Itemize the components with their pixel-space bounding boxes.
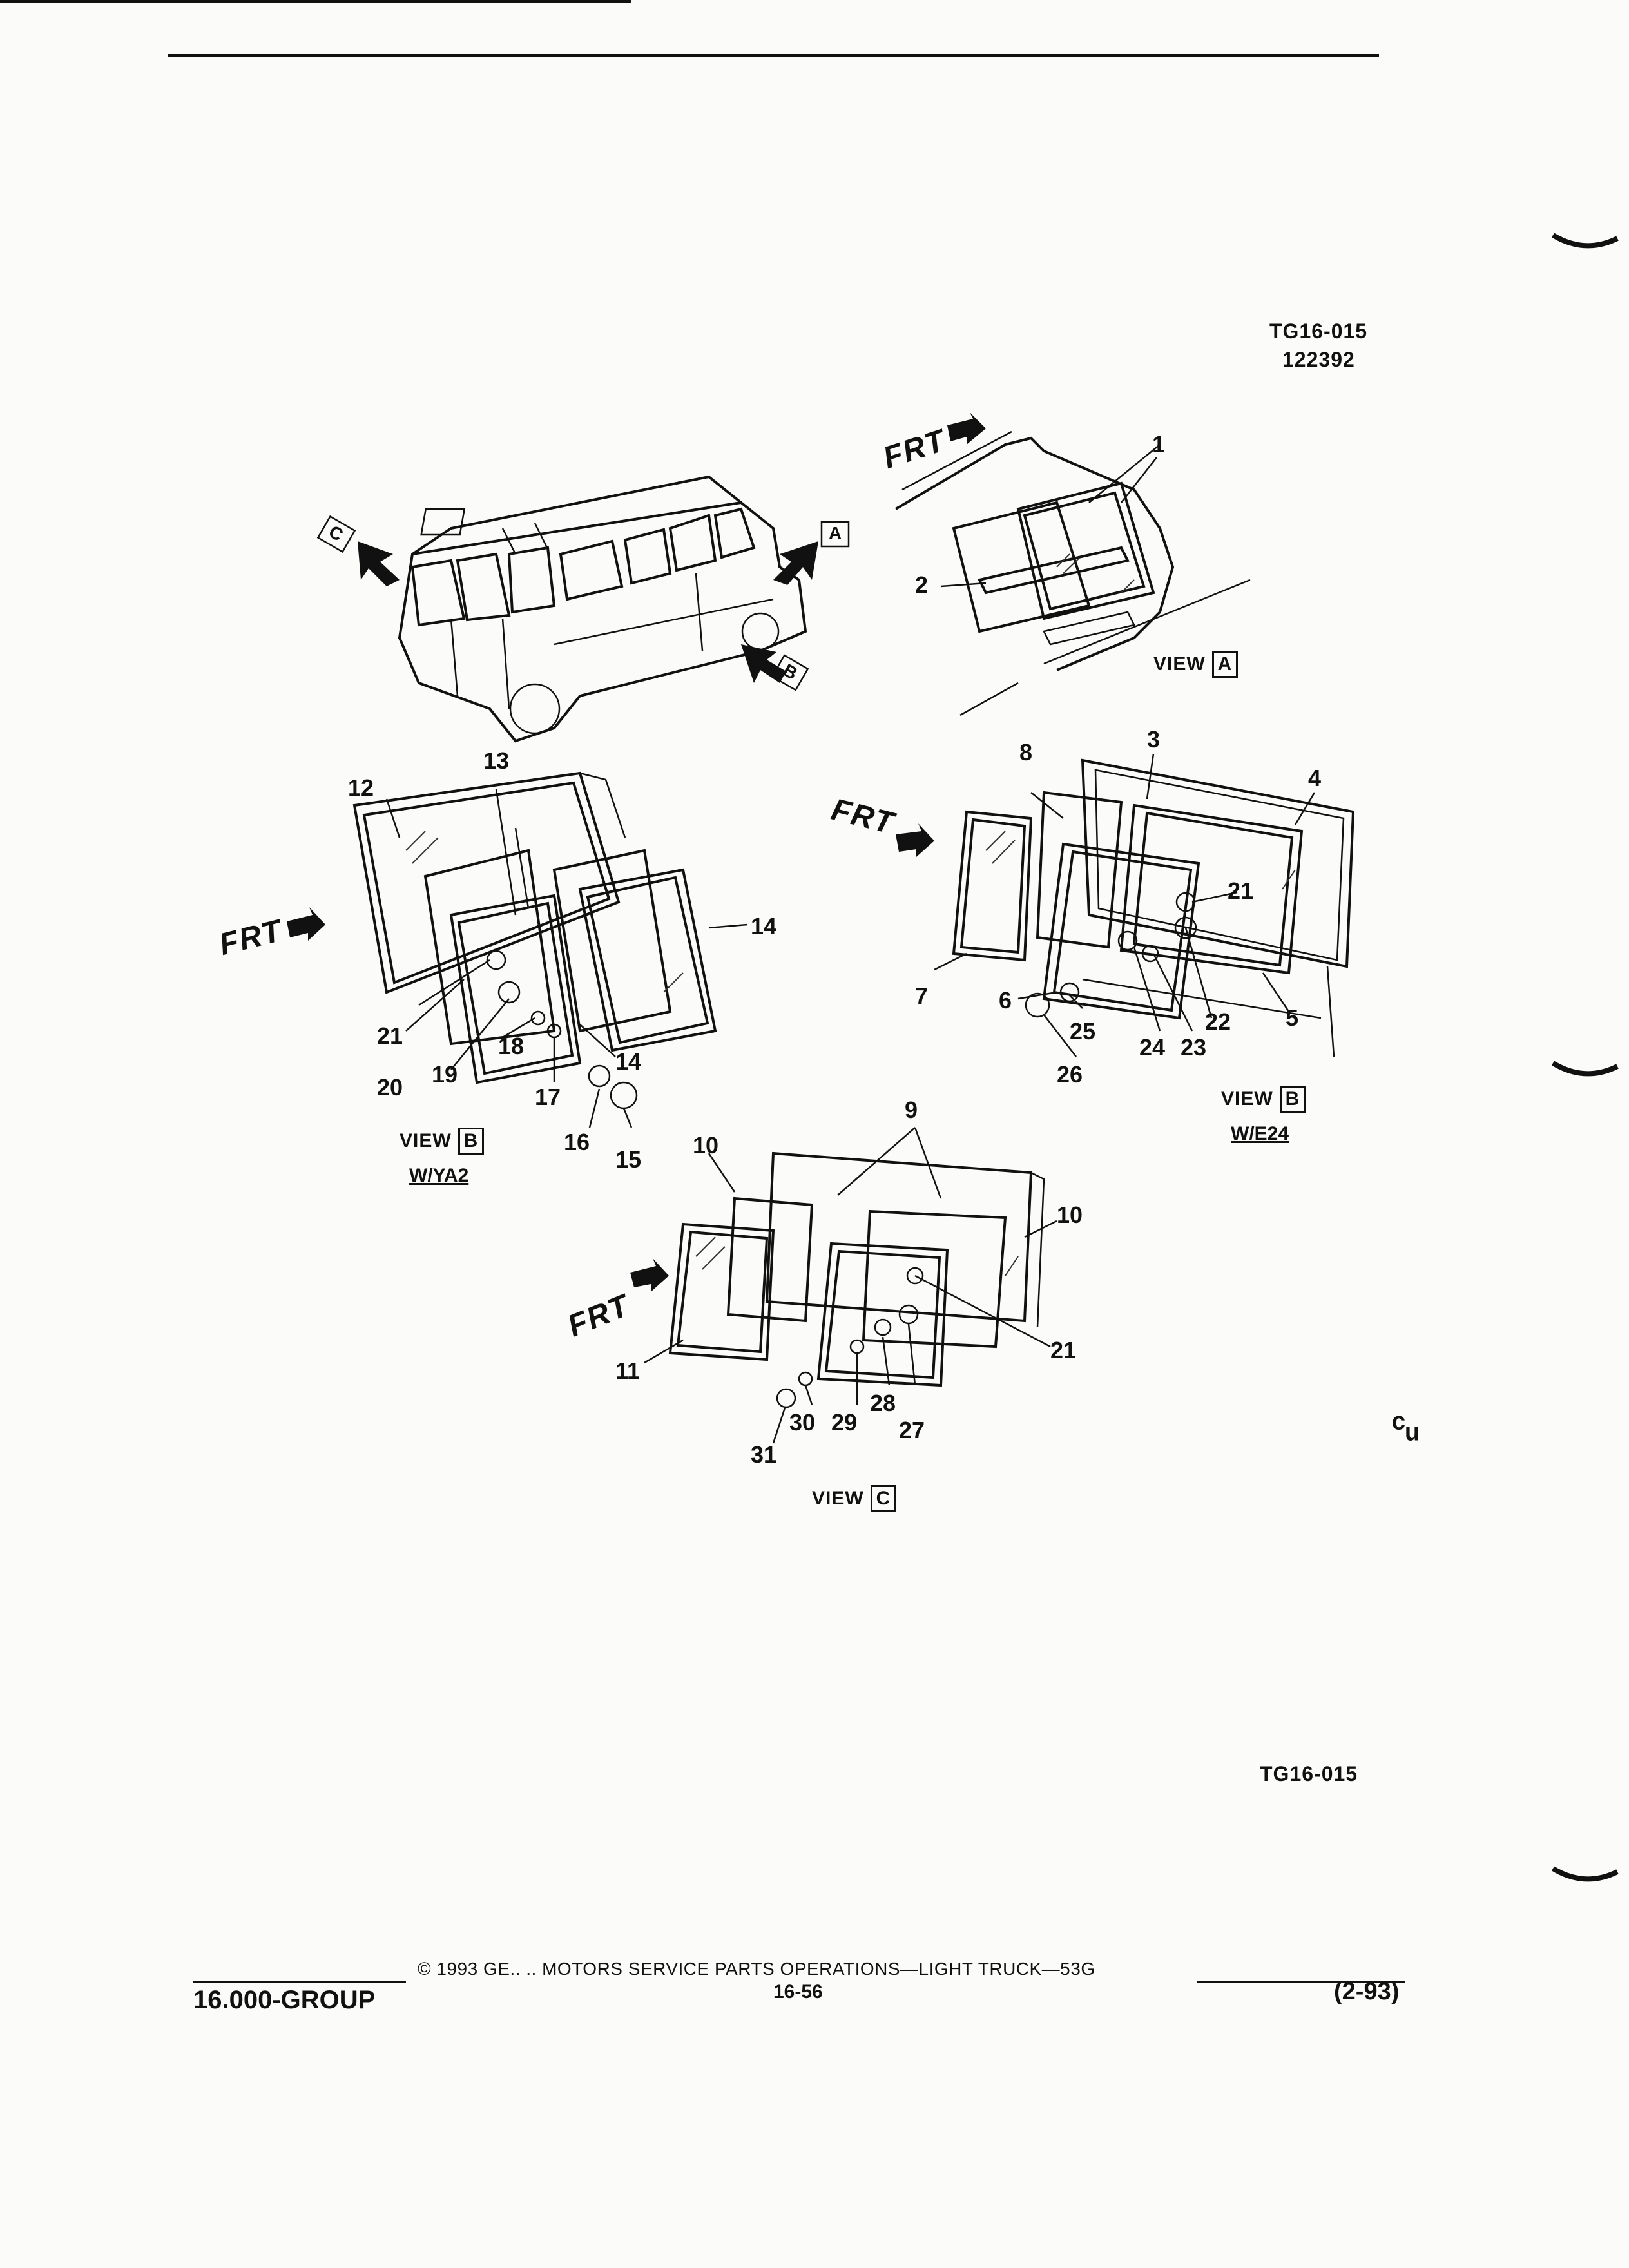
callout-31: 31	[751, 1441, 777, 1468]
view-c-letter: C	[870, 1485, 897, 1512]
callout-27: 27	[899, 1417, 925, 1443]
overview-arrows	[316, 515, 850, 691]
footer-page-number: 16-56	[773, 1981, 823, 2003]
edge-marks	[1551, 233, 1619, 1882]
callout-leaders	[385, 457, 1316, 1444]
view-a-drawing	[894, 430, 1251, 716]
callout-20: 20	[377, 1074, 403, 1100]
callout-12: 12	[348, 774, 374, 801]
callout-9: 9	[905, 1097, 918, 1123]
callout-22: 22	[1205, 1008, 1231, 1035]
callout-1: 1	[1152, 431, 1166, 457]
view-word: VIEW	[1153, 653, 1206, 675]
frt-arrow-view-a	[947, 412, 986, 445]
view-word: VIEW	[812, 1488, 864, 1509]
callout-29: 29	[831, 1409, 858, 1436]
callout-21-view-b-right: 21	[1228, 878, 1254, 904]
view-b-right-label: VIEW B	[1221, 1086, 1306, 1113]
callout-16: 16	[564, 1129, 590, 1155]
callout-23: 23	[1181, 1034, 1207, 1061]
callout-2: 2	[915, 572, 929, 598]
callout-25: 25	[1070, 1018, 1096, 1044]
callout-17: 17	[535, 1084, 561, 1110]
footer-group: 16.000-GROUP	[193, 1986, 376, 2014]
callout-6: 6	[999, 987, 1012, 1014]
callout-15: 15	[615, 1146, 642, 1173]
callout-18: 18	[498, 1033, 525, 1059]
footer-rule-right	[1197, 1981, 1405, 1983]
callout-10-right: 10	[1057, 1202, 1083, 1228]
top-edge-rule	[0, 0, 631, 3]
callout-7: 7	[915, 983, 929, 1009]
callout-21-view-b-left: 21	[377, 1023, 403, 1049]
view-c-label: VIEW C	[812, 1485, 897, 1512]
margin-mark: ᶜᵤ	[1392, 1405, 1419, 1446]
view-word: VIEW	[400, 1130, 452, 1151]
view-b-right-variant: W/E24	[1231, 1123, 1289, 1144]
view-b-left-drawing	[352, 771, 717, 1110]
callout-5: 5	[1286, 1004, 1299, 1031]
callout-28: 28	[870, 1390, 896, 1416]
overview-arrow-letter-a: A	[829, 523, 842, 543]
footer-copyright: © 1993 GE.. .. MOTORS SERVICE PARTS OPER…	[418, 1959, 1095, 1979]
view-a-letter: A	[1211, 651, 1239, 678]
callout-4: 4	[1308, 765, 1322, 791]
frt-arrow-view-b-left	[287, 907, 325, 941]
callout-14-lower: 14	[615, 1048, 642, 1075]
view-b-right-drawing	[952, 758, 1355, 1057]
callout-14-right: 14	[751, 913, 777, 939]
callout-24: 24	[1139, 1034, 1166, 1061]
callout-26: 26	[1057, 1061, 1083, 1088]
view-b-left-variant: W/YA2	[409, 1165, 469, 1186]
view-b-left-label: VIEW B	[400, 1128, 485, 1155]
header-rule	[168, 54, 1379, 57]
figure-code: TG16-015	[1269, 320, 1368, 343]
view-b-right-letter: B	[1279, 1086, 1306, 1113]
callout-3: 3	[1147, 726, 1161, 753]
callout-11: 11	[615, 1358, 641, 1384]
van-overview-drawing	[398, 475, 807, 743]
footer-rule-left	[193, 1981, 406, 1983]
frt-arrow-view-c	[630, 1258, 669, 1292]
frt-arrow-view-b-right	[896, 823, 934, 857]
callout-8: 8	[1019, 739, 1033, 765]
callout-13: 13	[483, 747, 510, 774]
callout-21-view-c: 21	[1050, 1337, 1077, 1363]
view-word: VIEW	[1221, 1088, 1273, 1110]
callout-10-left: 10	[693, 1132, 719, 1158]
callout-30: 30	[789, 1409, 816, 1436]
callout-19: 19	[432, 1061, 458, 1088]
view-b-left-letter: B	[458, 1128, 485, 1155]
footer-date: (2-93)	[1334, 1978, 1400, 2005]
view-a-label: VIEW A	[1153, 651, 1239, 678]
figure-number: 122392	[1282, 348, 1355, 371]
bottom-figure-code: TG16-015	[1260, 1762, 1358, 1785]
